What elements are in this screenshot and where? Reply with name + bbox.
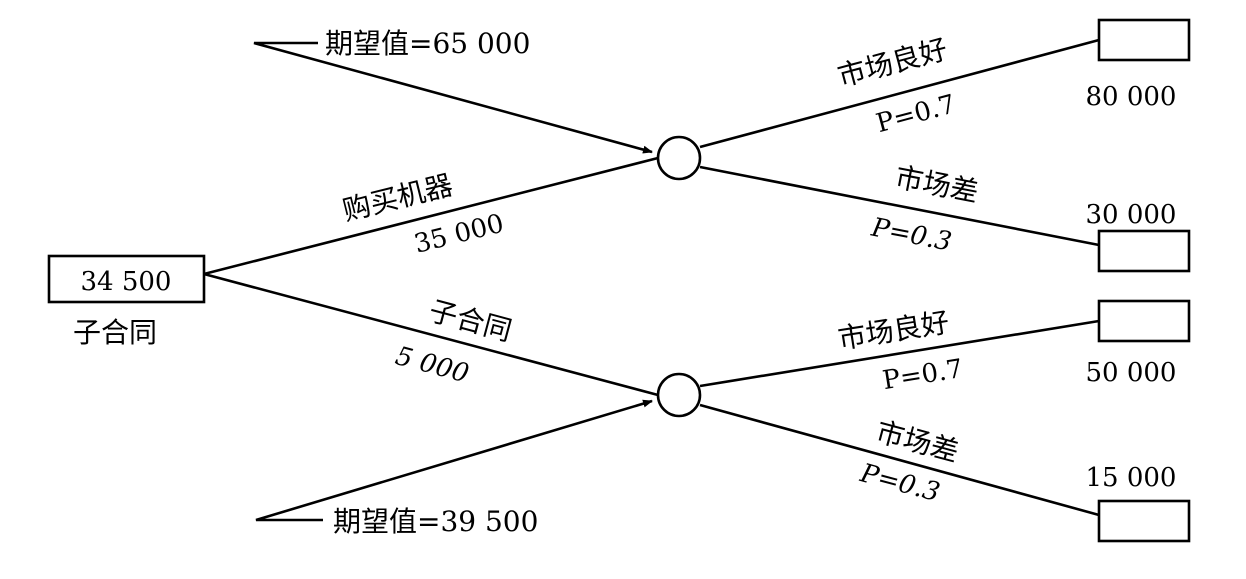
expectation-bottom-arrow	[255, 399, 653, 522]
outcome-bot-bad-prob: P=0.3	[856, 458, 943, 508]
branch-buy-line	[203, 156, 659, 276]
branch-sub-cost: 5 000	[392, 341, 472, 389]
terminal-box-bot-good	[1097, 299, 1191, 343]
outcome-top-bad-label: 市场差	[892, 160, 981, 208]
payoff-top-good: 80 000	[1086, 82, 1177, 112]
chance-node-bottom	[656, 372, 702, 418]
root-caption: 子合同	[73, 316, 157, 349]
branch-sub-line	[203, 272, 659, 397]
payoff-bot-bad: 15 000	[1086, 463, 1177, 493]
outcome-top-good-line	[699, 38, 1100, 149]
root-decision-box	[47, 254, 206, 304]
outcome-bot-good-line	[699, 319, 1100, 388]
branch-sub-label: 子合同	[426, 294, 516, 348]
outcome-top-bad-line	[699, 165, 1100, 247]
terminal-box-bot-bad	[1097, 499, 1191, 543]
branch-buy-label: 购买机器	[339, 168, 456, 227]
root-value: 34 500	[81, 267, 172, 297]
terminal-box-top-bad	[1097, 229, 1191, 273]
chance-node-top	[656, 135, 702, 181]
terminal-box-top-good	[1097, 18, 1191, 62]
expectation-top-label: 期望值=65 000	[325, 27, 530, 60]
outcome-bot-bad-line	[699, 403, 1100, 517]
expectation-top-arrow	[253, 41, 653, 154]
payoff-bot-good: 50 000	[1086, 358, 1177, 388]
outcome-bot-good-prob: P=0.7	[881, 354, 965, 396]
outcome-top-bad-prob: P=0.3	[868, 213, 954, 258]
outcome-bot-bad-label: 市场差	[873, 415, 963, 469]
expectation-bottom-label: 期望值=39 500	[333, 505, 538, 538]
payoff-top-bad: 30 000	[1086, 200, 1177, 230]
